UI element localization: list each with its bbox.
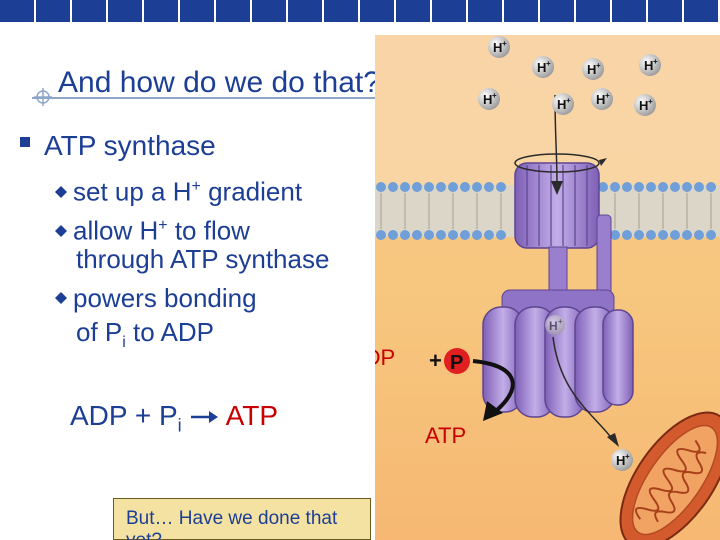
- proton-sup: +: [492, 91, 497, 100]
- slide-title: And how do we do that?: [58, 66, 380, 99]
- proton: H +: [639, 54, 661, 76]
- sub-bullet-3-sub: i: [122, 334, 126, 352]
- proton: H +: [545, 315, 565, 335]
- proton-flow-arrowhead: [551, 181, 563, 195]
- phosphate-circle: [444, 348, 470, 374]
- proton-label: H: [616, 453, 625, 468]
- equation-left: ADP + P: [70, 400, 178, 431]
- main-bullet-text: ATP synthase: [44, 130, 216, 161]
- sub-bullet-2-suffix: to flow: [167, 215, 250, 246]
- proton: H +: [611, 449, 633, 471]
- proton-label: H: [549, 319, 558, 333]
- sub-bullet-3-continuation: of Pi to ADP: [76, 317, 214, 352]
- equation-atp: ATP: [225, 400, 279, 431]
- synthase-head: [482, 289, 634, 418]
- sub-bullet-1-text: set up a H: [73, 176, 192, 207]
- proton-sup: +: [566, 96, 571, 105]
- proton: H +: [552, 93, 574, 115]
- plus-label: +: [429, 348, 442, 373]
- diamond-bullet-icon: [55, 185, 67, 198]
- reaction-arrowhead: [483, 401, 503, 421]
- proton: H +: [488, 36, 510, 58]
- title-underline: [32, 97, 377, 99]
- atp-equation: ADP + Pi ATP: [70, 400, 278, 437]
- proton-label: H: [537, 60, 546, 75]
- adp-label: ADP: [375, 345, 395, 370]
- proton-sup: +: [546, 59, 551, 68]
- arrow-right-icon: [191, 411, 219, 423]
- diamond-bullet-icon: [55, 292, 67, 304]
- proton-sup: +: [625, 452, 630, 461]
- proton: H +: [582, 58, 604, 80]
- proton: H +: [478, 88, 500, 110]
- diamond-bullet-icon: [55, 224, 67, 237]
- sub-bullet-2: allow H+ to flow: [55, 210, 250, 247]
- square-bullet-icon: [20, 137, 30, 147]
- callout-box: But… Have we done that yet?: [113, 498, 371, 540]
- mitochondrion-image: [619, 411, 720, 540]
- proton: H +: [591, 88, 613, 110]
- proton-label: H: [557, 97, 566, 112]
- equation-sub: i: [177, 415, 182, 436]
- sub-bullet-2-continuation: through ATP synthase: [76, 244, 330, 274]
- proton-exit-arrow: [552, 336, 614, 441]
- proton-sup: +: [653, 57, 658, 66]
- proton: H +: [532, 56, 554, 78]
- sub-bullet-3-text: powers bonding: [73, 283, 257, 313]
- sub-bullet-1: set up a H+ gradient: [55, 171, 302, 208]
- header-stripe: [0, 0, 720, 22]
- sub-bullet-2-text: allow H: [73, 215, 159, 246]
- sub-bullet-3-cont-a: of P: [76, 317, 123, 347]
- proton-label: H: [596, 92, 605, 107]
- proton-label: H: [493, 40, 502, 55]
- atp-product-label: ATP: [425, 423, 466, 448]
- proton-exit-arrowhead: [607, 433, 619, 447]
- main-bullet: ATP synthase: [20, 130, 216, 162]
- sub-bullet-1-sup: +: [191, 178, 201, 195]
- reaction-arrow: [472, 359, 515, 412]
- proton-sup: +: [648, 97, 653, 106]
- proton-sup: +: [502, 39, 507, 48]
- proton-sup: +: [605, 91, 610, 100]
- proton-sup: +: [558, 317, 563, 326]
- proton: H +: [634, 94, 656, 116]
- phosphate-label: P: [450, 352, 463, 374]
- sub-bullet-2-sup: +: [158, 217, 168, 234]
- sub-bullet-3-cont-b: to ADP: [125, 317, 214, 347]
- proton-label: H: [587, 62, 596, 77]
- proton-sup: +: [596, 61, 601, 70]
- proton-label: H: [639, 98, 648, 113]
- atp-synthase-illustration: H + H + H + H + H + H + H + H + H +: [375, 35, 720, 540]
- proton-label: H: [644, 58, 653, 73]
- sub-bullet-3: powers bonding: [55, 283, 257, 314]
- proton-label: H: [483, 92, 492, 107]
- sub-bullet-1-suffix: gradient: [200, 176, 303, 207]
